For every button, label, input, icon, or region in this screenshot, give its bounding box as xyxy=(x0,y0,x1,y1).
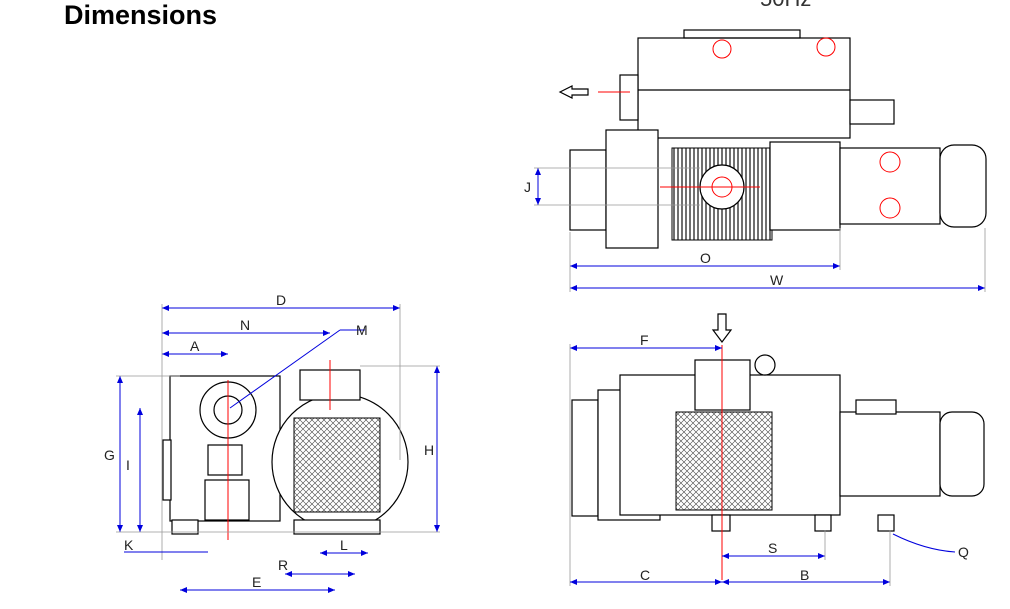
end-view-dimensions xyxy=(116,304,440,593)
top-view-dimensions xyxy=(534,167,986,292)
dim-label-j: J xyxy=(524,179,531,195)
frequency-label: 50Hz xyxy=(760,0,811,12)
dim-label-r: R xyxy=(278,557,288,573)
dim-label-a: A xyxy=(190,338,200,354)
dim-label-b: B xyxy=(800,567,809,583)
side-view-dimensions xyxy=(569,344,956,586)
dim-label-o: O xyxy=(700,250,711,266)
dim-label-n: N xyxy=(240,317,250,333)
dim-label-l: L xyxy=(340,537,348,553)
top-view xyxy=(558,29,987,249)
dim-label-d: D xyxy=(276,292,286,308)
dim-label-e: E xyxy=(252,574,261,590)
dim-label-w: W xyxy=(770,272,784,288)
dim-label-h: H xyxy=(424,442,434,458)
dim-label-s: S xyxy=(768,540,777,556)
dim-label-f: F xyxy=(640,332,649,348)
dim-label-i: I xyxy=(126,457,130,473)
dim-label-m: M xyxy=(356,322,368,338)
dim-label-q: Q xyxy=(958,544,969,560)
side-view xyxy=(571,313,985,580)
dim-label-g: G xyxy=(104,447,115,463)
dim-label-c: C xyxy=(640,567,650,583)
end-view xyxy=(162,360,409,540)
page-title: Dimensions xyxy=(64,0,218,30)
dim-label-k: K xyxy=(124,537,134,553)
